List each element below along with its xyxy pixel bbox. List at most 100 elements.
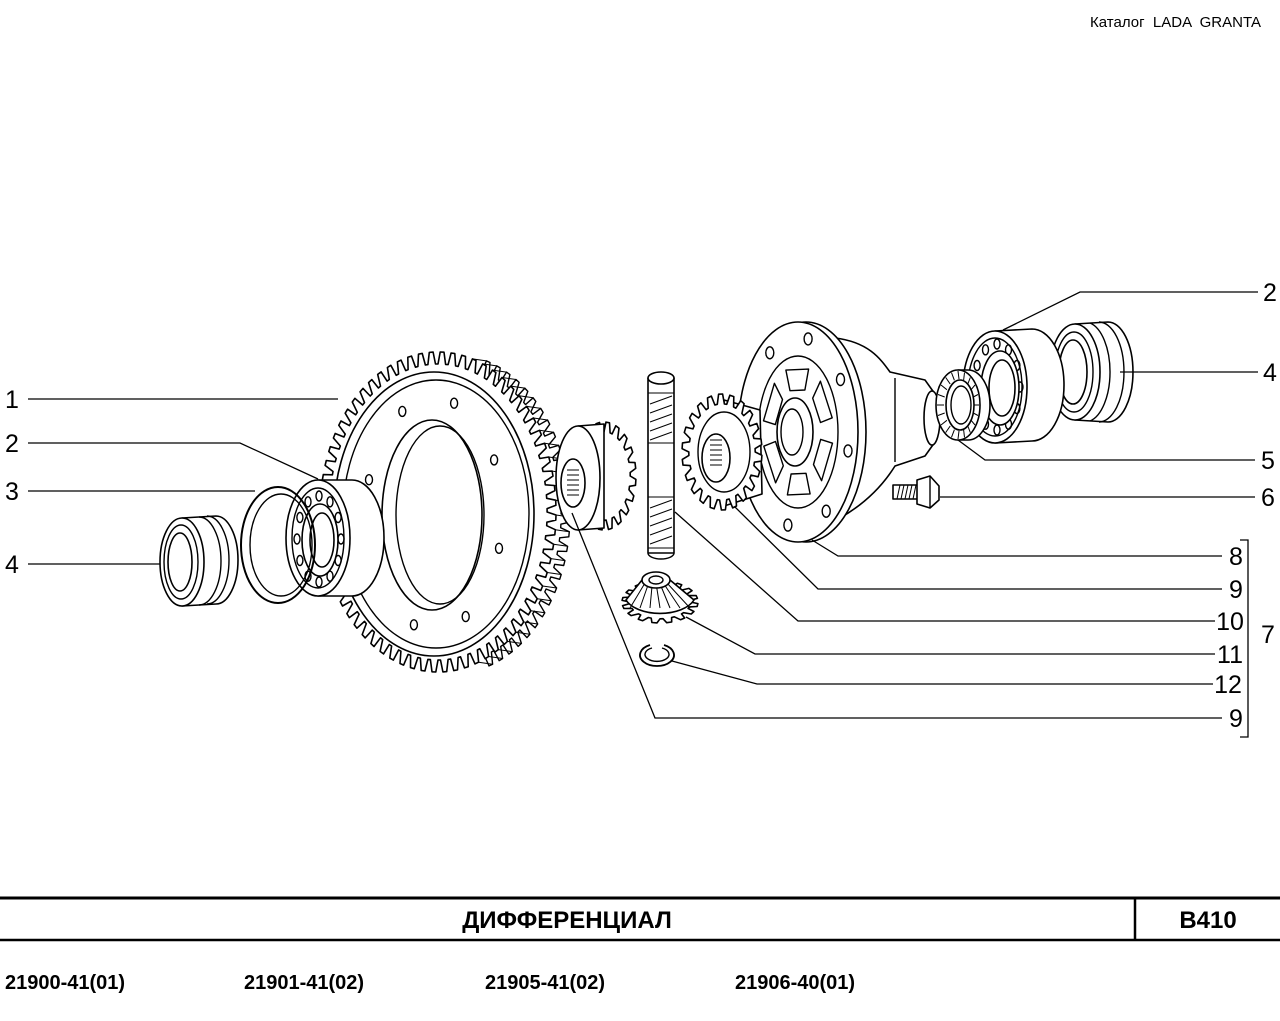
ring-tooth-face bbox=[530, 610, 545, 614]
case-window bbox=[785, 368, 810, 392]
ring-tooth-face bbox=[488, 656, 503, 659]
ring-bolt-hole bbox=[461, 610, 470, 623]
section-code: B410 bbox=[1179, 907, 1236, 934]
bearing-roller bbox=[296, 554, 304, 567]
ring-tooth-face bbox=[550, 558, 565, 562]
retaining-ring bbox=[639, 644, 675, 667]
leader-2-right bbox=[1002, 291, 1258, 331]
callout-labels: 1 2 3 4 2 4 5 6 8 9 10 11 12 9 7 bbox=[5, 279, 1277, 733]
callout-right-9-upper: 9 bbox=[1229, 576, 1243, 604]
shaft-groove bbox=[649, 404, 673, 414]
ring-tooth-face bbox=[523, 621, 538, 625]
seal-hatch-line bbox=[940, 384, 948, 391]
seal-hatch-line bbox=[940, 419, 948, 426]
callout-group-7: 7 bbox=[1261, 621, 1275, 649]
left-bearing-cup bbox=[159, 515, 239, 607]
callout-right-10: 10 bbox=[1216, 608, 1244, 636]
callout-right-11: 11 bbox=[1217, 641, 1243, 669]
ring-bolt-hole bbox=[489, 454, 499, 466]
bearing-roller bbox=[326, 496, 334, 508]
seal-hatch-line bbox=[937, 412, 945, 416]
shaft-groove bbox=[649, 395, 673, 405]
oil-seal bbox=[935, 369, 991, 441]
bolt-thread-line bbox=[912, 484, 917, 500]
shaft-groove bbox=[649, 535, 673, 545]
ring-bolt-hole bbox=[494, 542, 504, 554]
seal-hatch-line bbox=[963, 429, 965, 438]
catalog-header: Каталог LADA GRANTA bbox=[1090, 14, 1261, 31]
leader-9-upper bbox=[734, 506, 1222, 590]
ring-tooth-face bbox=[547, 572, 562, 575]
pinion-tooth-line bbox=[639, 582, 650, 609]
ring-tooth-face bbox=[526, 405, 541, 409]
bearing-roller bbox=[315, 490, 323, 502]
bearing-roller bbox=[981, 344, 990, 356]
bolt-thread-line bbox=[904, 484, 909, 500]
section-title: ДИФФЕРЕНЦИАЛ bbox=[462, 907, 672, 934]
ring-bolt-hole bbox=[409, 619, 419, 631]
seal-hatch-line bbox=[937, 394, 945, 398]
leader-5 bbox=[957, 439, 1255, 461]
ring-bolt-hole bbox=[398, 405, 407, 418]
case-bolt-hole bbox=[835, 372, 846, 387]
group-bracket-7 bbox=[1240, 539, 1249, 738]
bearing-roller bbox=[315, 576, 323, 588]
shaft-groove bbox=[649, 413, 673, 423]
seal-hatch-line bbox=[967, 425, 971, 433]
ring-tooth-face bbox=[553, 543, 568, 547]
leader-8 bbox=[811, 539, 1222, 557]
ring-tooth-face bbox=[501, 377, 517, 380]
case-window bbox=[812, 438, 834, 482]
callout-right-5: 5 bbox=[1261, 447, 1275, 475]
shaft-groove bbox=[649, 517, 673, 527]
case-window bbox=[762, 382, 784, 426]
ring-tooth-face bbox=[498, 649, 513, 653]
case-bolt-hole bbox=[843, 444, 853, 458]
pinion-tooth-line bbox=[666, 582, 691, 609]
model-code-2: 21901-41(02) bbox=[244, 972, 364, 994]
ring-tooth-face bbox=[537, 598, 552, 602]
differential-pinion bbox=[621, 571, 699, 624]
pinion-tooth-line bbox=[629, 582, 646, 609]
seal-hatch-line bbox=[970, 384, 976, 391]
bearing-roller bbox=[304, 496, 312, 508]
ring-tooth-face bbox=[510, 385, 525, 389]
callout-left-4: 4 bbox=[5, 551, 19, 579]
case-bolt-hole bbox=[783, 518, 793, 532]
bolt-thread-line bbox=[900, 484, 905, 500]
case-bolt-hole bbox=[821, 504, 831, 518]
callout-left-1: 1 bbox=[5, 386, 19, 414]
bearing-roller bbox=[334, 511, 342, 524]
seal-hatch-line bbox=[957, 370, 960, 380]
leader-10 bbox=[674, 511, 1215, 622]
seal-hatch-line bbox=[945, 425, 951, 433]
ring-tooth-face bbox=[542, 585, 557, 589]
shaft-groove bbox=[649, 422, 673, 432]
seal-hatch-line bbox=[967, 377, 971, 385]
shaft-groove bbox=[649, 499, 673, 509]
pinion-tooth-line bbox=[662, 582, 681, 609]
case-window bbox=[812, 380, 833, 424]
callout-right-12: 12 bbox=[1214, 671, 1242, 699]
seal-hatch-line bbox=[973, 394, 979, 398]
seal-hatch-line bbox=[970, 419, 976, 426]
ring-tooth-face bbox=[507, 640, 522, 644]
callout-right-8: 8 bbox=[1229, 543, 1243, 571]
callout-left-2: 2 bbox=[5, 430, 19, 458]
left-tapered-bearing bbox=[285, 479, 385, 597]
callout-right-2: 2 bbox=[1263, 279, 1277, 307]
ring-tooth-face bbox=[478, 661, 493, 665]
case-bolt-hole bbox=[765, 346, 775, 360]
bolt-thread-line bbox=[908, 484, 913, 500]
ring-bolt-hole bbox=[364, 474, 374, 486]
leader-2-left bbox=[28, 442, 319, 480]
footer: ДИФФЕРЕНЦИАЛ B410 21900-41(01) 21901-41(… bbox=[0, 896, 1280, 994]
bolt-thread-line bbox=[896, 484, 901, 500]
case-window bbox=[786, 472, 811, 496]
ring-bolt-hole bbox=[449, 397, 459, 409]
seal-hatch-line bbox=[973, 412, 979, 416]
callout-left-3: 3 bbox=[5, 478, 19, 506]
adjusting-ring bbox=[240, 486, 316, 604]
ring-gear bbox=[319, 351, 571, 673]
